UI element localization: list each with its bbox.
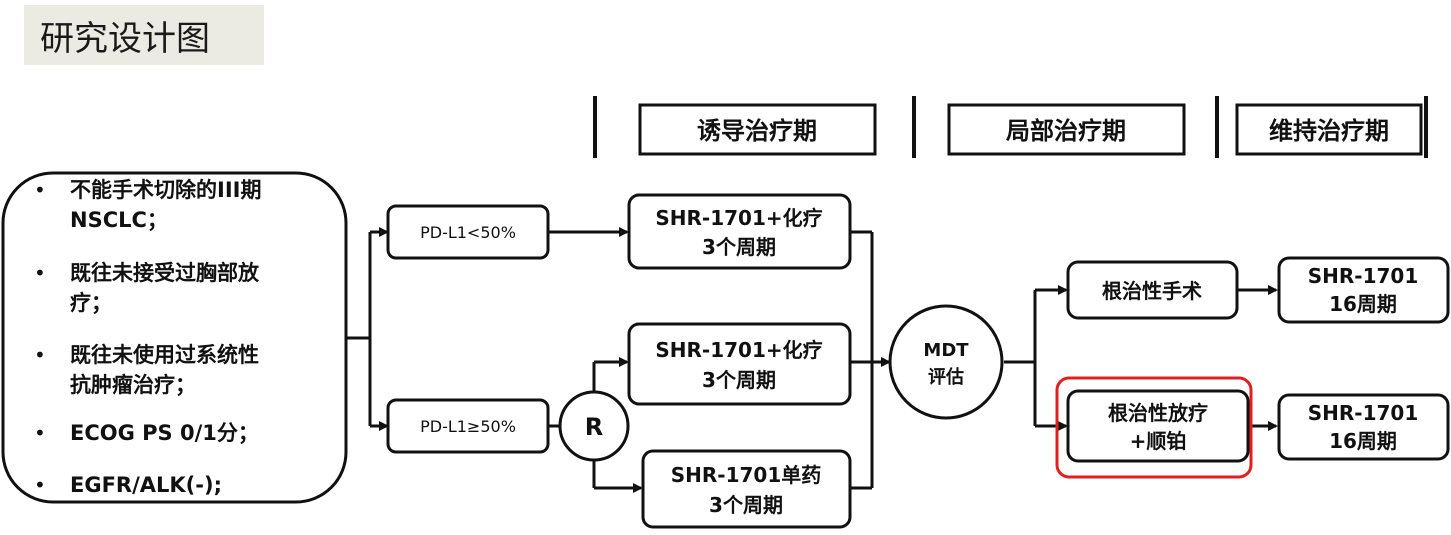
criteria-item-line: 既往未使用过系统性 xyxy=(70,343,259,367)
phase-headers: 诱导治疗期 局部治疗期 维持治疗期 xyxy=(593,96,1428,158)
criteria-box xyxy=(1,171,348,504)
phase-induction-box xyxy=(638,103,877,156)
arm1-node: SHR-1701+化疗 3个周期 xyxy=(627,193,852,270)
pdl1-high-node: PD-L1≥50% xyxy=(386,398,550,454)
randomization-label: R xyxy=(585,413,603,441)
surgery-label: 根治性手术 xyxy=(1102,279,1202,303)
phase-induction-label: 诱导治疗期 xyxy=(697,117,817,145)
arm2-line1: SHR-1701+化疗 xyxy=(655,338,822,362)
maint1-line2: 16周期 xyxy=(1329,292,1397,316)
randomization-node: R xyxy=(558,390,630,462)
criteria-item-line: EGFR/ALK(-); xyxy=(70,473,222,497)
page-title: 研究设计图 xyxy=(40,19,210,59)
arm2-node: SHR-1701+化疗 3个周期 xyxy=(627,322,852,406)
criteria-bullet: • xyxy=(34,178,46,202)
title-background xyxy=(24,5,264,65)
criteria-item-line: 不能手术切除的III期 xyxy=(70,178,261,202)
mdt-line2: 评估 xyxy=(928,366,964,388)
criteria-item-line: NSCLC； xyxy=(70,208,168,232)
criteria-item-line: 疗； xyxy=(70,291,112,315)
phase-maintenance-label: 维持治疗期 xyxy=(1269,117,1389,145)
maint1-box xyxy=(1277,256,1450,324)
randomization-circle xyxy=(558,390,630,462)
title-block: 研究设计图 xyxy=(24,5,264,65)
pdl1-low-box xyxy=(386,204,550,260)
criteria-bullet: • xyxy=(34,421,46,445)
arm3-line1: SHR-1701单药 xyxy=(671,463,822,487)
mdt-circle xyxy=(888,304,1004,420)
criteria-item-line: ECOG PS 0/1分； xyxy=(70,421,259,445)
surgery-box xyxy=(1066,260,1239,320)
arm1-line1: SHR-1701+化疗 xyxy=(655,206,822,230)
maint1-node: SHR-1701 16周期 xyxy=(1277,256,1450,324)
surgery-node: 根治性手术 xyxy=(1066,260,1239,320)
arm3-node: SHR-1701单药 3个周期 xyxy=(641,449,852,529)
arm1-line2: 3个周期 xyxy=(702,235,776,259)
mdt-line1: MDT xyxy=(923,340,969,361)
arm3-box xyxy=(641,449,852,529)
phase-local-box xyxy=(947,103,1186,156)
radio-line1: 根治性放疗 xyxy=(1108,401,1208,425)
pdl1-high-box xyxy=(386,398,550,454)
connectors xyxy=(346,227,1278,493)
pdl1-high-label: PD-L1≥50% xyxy=(420,417,516,436)
criteria-bullet: • xyxy=(34,343,46,367)
arm2-line2: 3个周期 xyxy=(702,368,776,392)
maint2-line2: 16周期 xyxy=(1329,429,1397,453)
radio-box xyxy=(1066,389,1250,463)
criteria-item-line: 抗肿瘤治疗； xyxy=(70,373,196,397)
phase-maintenance-box xyxy=(1235,103,1423,156)
arm3-line2: 3个周期 xyxy=(709,493,783,517)
radio-line2: +顺铂 xyxy=(1130,429,1187,453)
phase-local-label: 局部治疗期 xyxy=(1006,117,1126,145)
maint2-box xyxy=(1277,393,1450,461)
criteria-bullet: • xyxy=(34,473,46,497)
radio-node: 根治性放疗 +顺铂 xyxy=(1055,376,1253,479)
pdl1-low-node: PD-L1<50% xyxy=(386,204,550,260)
maint2-line1: SHR-1701 xyxy=(1308,401,1419,425)
maint1-line1: SHR-1701 xyxy=(1308,264,1419,288)
radio-highlight-frame xyxy=(1055,376,1253,479)
criteria-item-line: 既往未接受过胸部放 xyxy=(70,261,260,285)
mdt-node: MDT 评估 xyxy=(888,304,1004,420)
criteria-bullet: • xyxy=(34,261,46,285)
arm1-box xyxy=(627,193,852,270)
arm2-box xyxy=(627,322,852,406)
maint2-node: SHR-1701 16周期 xyxy=(1277,393,1450,461)
pdl1-low-label: PD-L1<50% xyxy=(420,223,516,242)
